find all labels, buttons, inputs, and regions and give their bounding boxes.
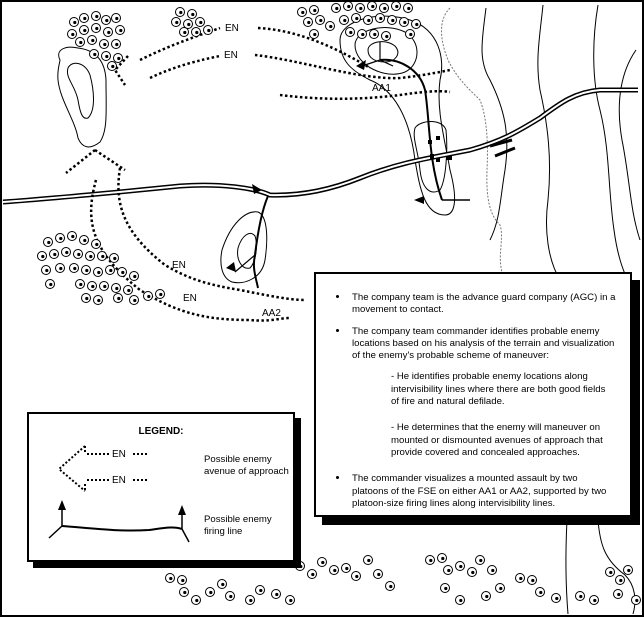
legend-item-firing-line-label: Possible enemy firing line	[204, 514, 272, 538]
trees-top-center	[171, 7, 213, 37]
legend-label-line: avenue of approach	[204, 466, 289, 477]
trees-left-center	[37, 231, 165, 305]
legend-title: LEGEND:	[138, 426, 184, 437]
trees-top-right	[297, 1, 421, 41]
map-label-aa2: AA2	[262, 308, 281, 319]
info-bullet: The company team commander identifies pr…	[330, 326, 616, 363]
hill-top-left	[57, 46, 107, 148]
legend-avenue-symbol	[57, 445, 147, 492]
firing-line-arrowheads	[226, 60, 424, 272]
legend-label-line: Possible enemy	[204, 514, 272, 525]
info-bullet: The commander visualizes a mounted assau…	[330, 473, 616, 510]
info-sub-item-text: - He identifies probable enemy locations…	[391, 371, 606, 408]
trees-top-left	[67, 11, 125, 71]
legend-firing-arrowheads	[58, 500, 186, 515]
legend: LEGEND: EN EN Possible enemy avenue of a…	[27, 412, 295, 562]
legend-en-label: EN	[112, 449, 126, 460]
info-sub-item-text: - He determines that the enemy will mane…	[391, 422, 603, 458]
map-label-aa1: AA1	[372, 83, 391, 94]
legend-symbols	[48, 445, 190, 543]
enemy-firing-lines	[234, 42, 470, 289]
legend-item-avenue-label: Possible enemy avenue of approach	[204, 454, 289, 478]
legend-en-label: EN	[112, 475, 126, 486]
legend-label-line: firing line	[204, 526, 243, 537]
map-label-en: EN	[172, 260, 186, 271]
legend-label-line: Possible enemy	[204, 454, 272, 465]
enemy-avenues-of-approach	[65, 26, 451, 322]
road	[2, 87, 638, 205]
bridge	[489, 138, 516, 158]
info-box: The company team is the advance guard co…	[314, 272, 632, 517]
map-label-en: EN	[183, 293, 197, 304]
info-bullet: The company team is the advance guard co…	[330, 292, 616, 317]
stream	[441, 7, 506, 281]
info-sub-item: - He determines that the enemy will mane…	[330, 422, 616, 459]
info-sub-item: - He identifies probable enemy locations…	[330, 371, 616, 408]
map-label-en: EN	[224, 50, 238, 61]
map-label-en: EN	[225, 23, 239, 34]
legend-firing-line-symbol	[48, 506, 190, 543]
